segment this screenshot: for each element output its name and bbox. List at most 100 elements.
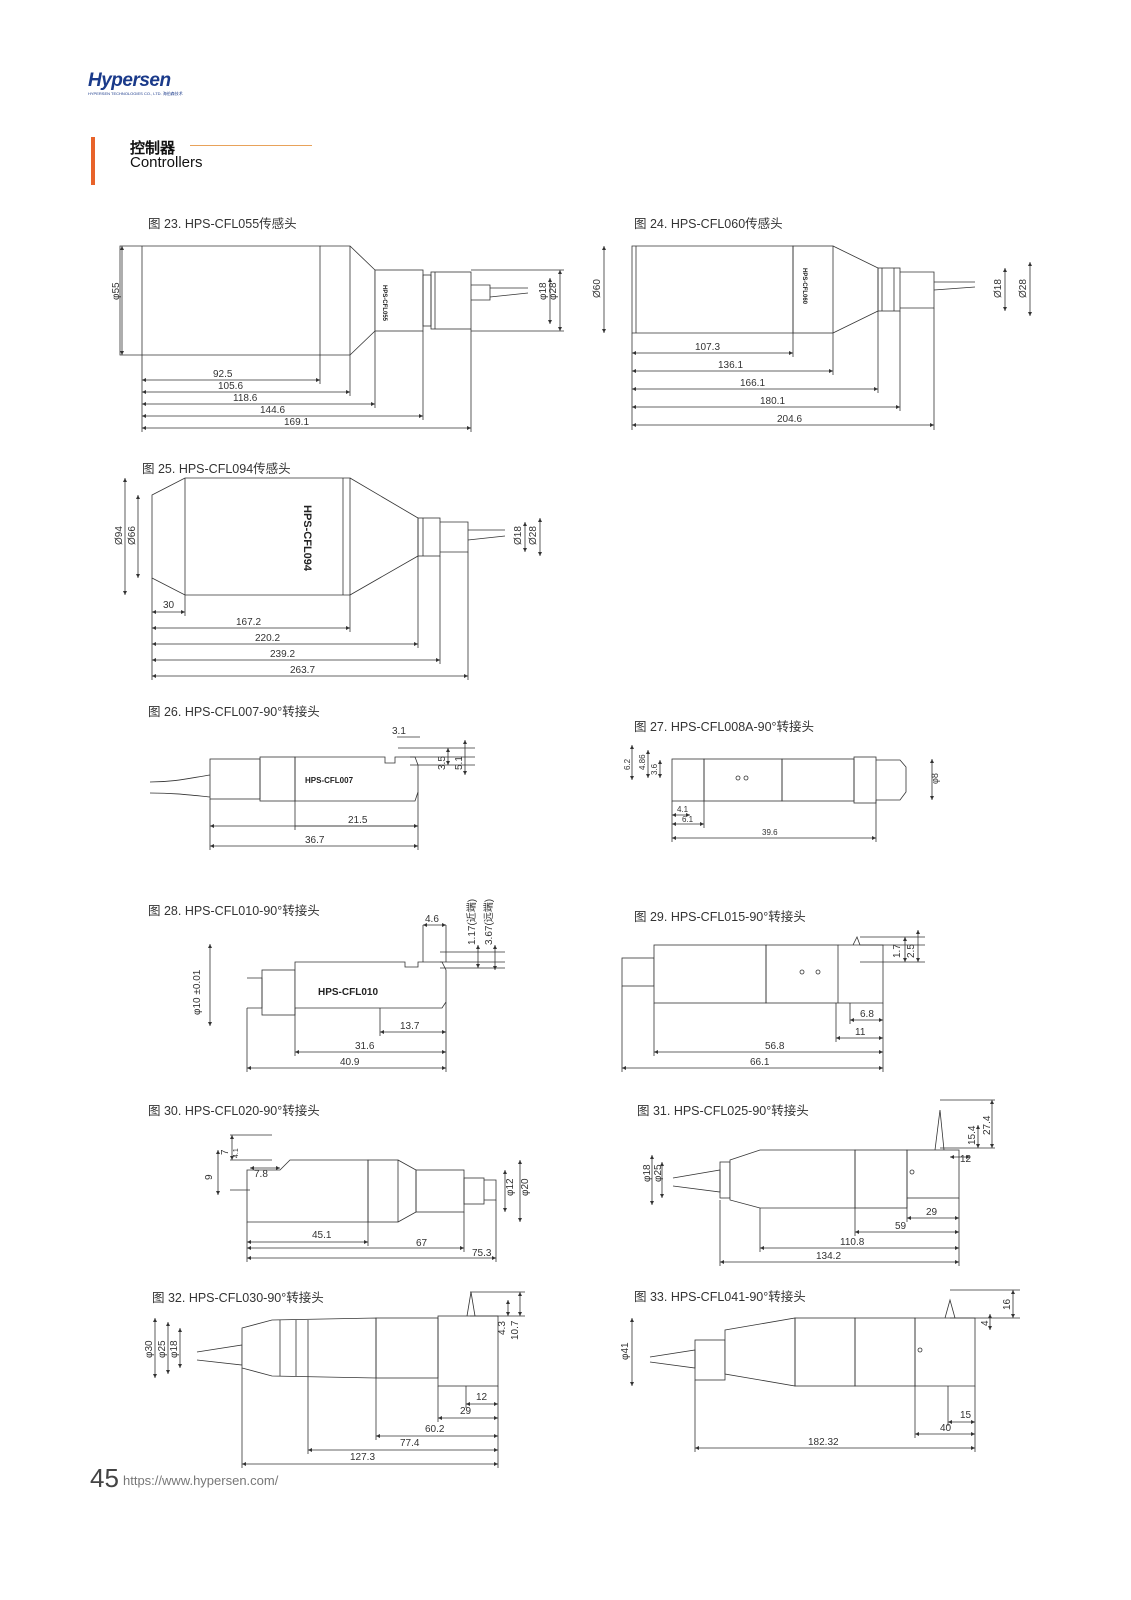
fig27-dim-3: 4.1 (677, 805, 689, 814)
fig28-body-label: HPS-CFL010 (318, 987, 378, 998)
fig28-dim-4: 13.7 (400, 1021, 420, 1032)
figure-33-caption: 图 33. HPS-CFL041-90°转接头 (634, 1290, 806, 1304)
fig31-dim-5: 29 (926, 1207, 938, 1218)
fig26-dim-3: 21.5 (348, 815, 368, 826)
fig29-dim-2: 6.8 (860, 1009, 874, 1020)
footer-url[interactable]: https://www.hypersen.com/ (123, 1473, 279, 1488)
figure-27-drawing (630, 745, 934, 842)
fig33-dim-2: φ41 (620, 1342, 631, 1360)
fig33-dim-1: 4 (980, 1320, 991, 1326)
fig24-dim-l2: 136.1 (718, 360, 743, 371)
fig25-dim-l1: 30 (163, 600, 175, 611)
figure-32-drawing (153, 1291, 525, 1468)
fig25-dim-d94: Ø94 (114, 526, 125, 545)
figure-30-drawing (216, 1134, 522, 1262)
fig23-dim-l1: 92.5 (213, 369, 233, 380)
fig27-dim-0: 6.2 (623, 758, 632, 770)
figure-26-drawing (149, 736, 475, 850)
fig23-dim-l2: 105.6 (218, 381, 243, 392)
fig28-dim-2: 3.67(远端) (482, 899, 495, 945)
fig24-body-label: HPS-CFL060 (801, 268, 807, 305)
fig26-body-label: HPS-CFL007 (305, 776, 354, 785)
fig32-dim-1: φ25 (157, 1340, 168, 1358)
section-accent-bar (91, 137, 95, 185)
fig33-dim-0: 16 (1002, 1298, 1013, 1310)
fig28-dim-1: 1.17(近端) (465, 899, 478, 945)
fig23-dim-d28: φ28 (548, 282, 559, 300)
fig30-dim-0: 7 (220, 1149, 231, 1155)
fig24-dim-d18: Ø18 (993, 279, 1004, 298)
fig29-dim-4: 56.8 (765, 1041, 785, 1052)
fig32-dim-0: φ30 (144, 1340, 155, 1358)
fig26-dim-1: 3.5 (437, 756, 448, 770)
fig30-dim-2: 9 (204, 1174, 215, 1180)
fig31-dim-3: φ18 (642, 1164, 653, 1182)
fig25-body-label: HPS-CFL094 (301, 505, 313, 572)
figure-24-drawing (602, 245, 1032, 430)
fig32-dim-2: φ18 (169, 1340, 180, 1358)
fig25-dim-d66: Ø66 (127, 526, 138, 545)
fig24-dim-d60: Ø60 (592, 279, 603, 298)
fig26-dim-0: 3.1 (392, 726, 406, 737)
figure-31-drawing (650, 1099, 995, 1266)
fig23-dim-d55: φ55 (111, 282, 122, 300)
figure-30-caption: 图 30. HPS-CFL020-90°转接头 (148, 1104, 320, 1118)
fig25-dim-l3: 220.2 (255, 633, 280, 644)
fig27-dim-6: φ8 (930, 773, 940, 784)
fig24-dim-l1: 107.3 (695, 342, 720, 353)
fig23-dim-d18: φ18 (538, 282, 549, 300)
fig32-dim-8: 77.4 (400, 1438, 420, 1449)
fig26-dim-4: 36.7 (305, 835, 325, 846)
fig29-dim-5: 66.1 (750, 1057, 770, 1068)
fig31-dim-6: 59 (895, 1221, 907, 1232)
fig28-dim-6: 40.9 (340, 1057, 360, 1068)
fig30-dim-8: 75.3 (472, 1248, 492, 1259)
fig32-dim-3: 4.3 (497, 1321, 508, 1335)
section-title-en: Controllers (130, 154, 203, 171)
fig31-dim-7: 110.8 (840, 1237, 865, 1248)
fig32-dim-6: 29 (460, 1406, 472, 1417)
fig29-dim-3: 11 (855, 1027, 866, 1038)
fig24-dim-l3: 166.1 (740, 378, 765, 389)
fig27-dim-2: 3.6 (650, 763, 659, 775)
fig31-dim-4: φ25 (653, 1164, 664, 1182)
fig28-dim-5: 31.6 (355, 1041, 375, 1052)
fig24-dim-l5: 204.6 (777, 414, 802, 425)
logo-subtitle: HYPERSEN TECHNOLOGIES CO., LTD. 海伯森技术 (88, 91, 183, 96)
figure-29-caption: 图 29. HPS-CFL015-90°转接头 (634, 910, 806, 924)
fig33-dim-3: 15 (960, 1410, 972, 1421)
fig29-dim-0: 1.7 (892, 944, 903, 958)
figure-27-caption: 图 27. HPS-CFL008A-90°转接头 (634, 720, 815, 734)
fig25-dim-d28: Ø28 (528, 526, 539, 545)
fig33-dim-4: 40 (940, 1423, 952, 1434)
fig24-dim-l4: 180.1 (760, 396, 785, 407)
fig28-dim-3: φ10 ±0.01 (192, 969, 203, 1015)
page-number: 45 (90, 1463, 119, 1493)
figure-32-caption: 图 32. HPS-CFL030-90°转接头 (152, 1291, 324, 1305)
fig26-dim-2: 5.1 (454, 756, 465, 770)
figure-25-drawing (123, 477, 542, 680)
fig29-dim-1: 2.5 (906, 944, 917, 958)
fig27-dim-5: 39.6 (762, 828, 778, 837)
fig23-dim-l3: 118.6 (233, 393, 258, 404)
figure-23-caption: 图 23. HPS-CFL055传感头 (148, 217, 297, 231)
fig30-dim-5: φ20 (520, 1178, 531, 1196)
fig30-dim-3: 7.8 (254, 1169, 268, 1180)
fig32-dim-9: 127.3 (350, 1452, 375, 1463)
section-divider (190, 145, 312, 146)
fig27-dim-4: 6.1 (682, 815, 694, 824)
fig28-dim-0: 4.6 (425, 914, 439, 925)
figure-28-drawing (208, 923, 505, 1072)
fig31-dim-1: 15.4 (967, 1125, 978, 1145)
fig25-dim-l4: 239.2 (270, 649, 295, 660)
fig32-dim-7: 60.2 (425, 1424, 445, 1435)
brand-logo: Hypersen HYPERSEN TECHNOLOGIES CO., LTD.… (88, 70, 208, 100)
fig33-dim-5: 182.32 (808, 1437, 839, 1448)
figure-26-caption: 图 26. HPS-CFL007-90°转接头 (148, 705, 320, 719)
figure-29-drawing (621, 930, 925, 1072)
figure-25-caption: 图 25. HPS-CFL094传感头 (142, 462, 291, 476)
figure-23-drawing (119, 245, 564, 432)
figure-31-caption: 图 31. HPS-CFL025-90°转接头 (637, 1104, 809, 1118)
section-title-cn: 控制器 (130, 140, 176, 157)
